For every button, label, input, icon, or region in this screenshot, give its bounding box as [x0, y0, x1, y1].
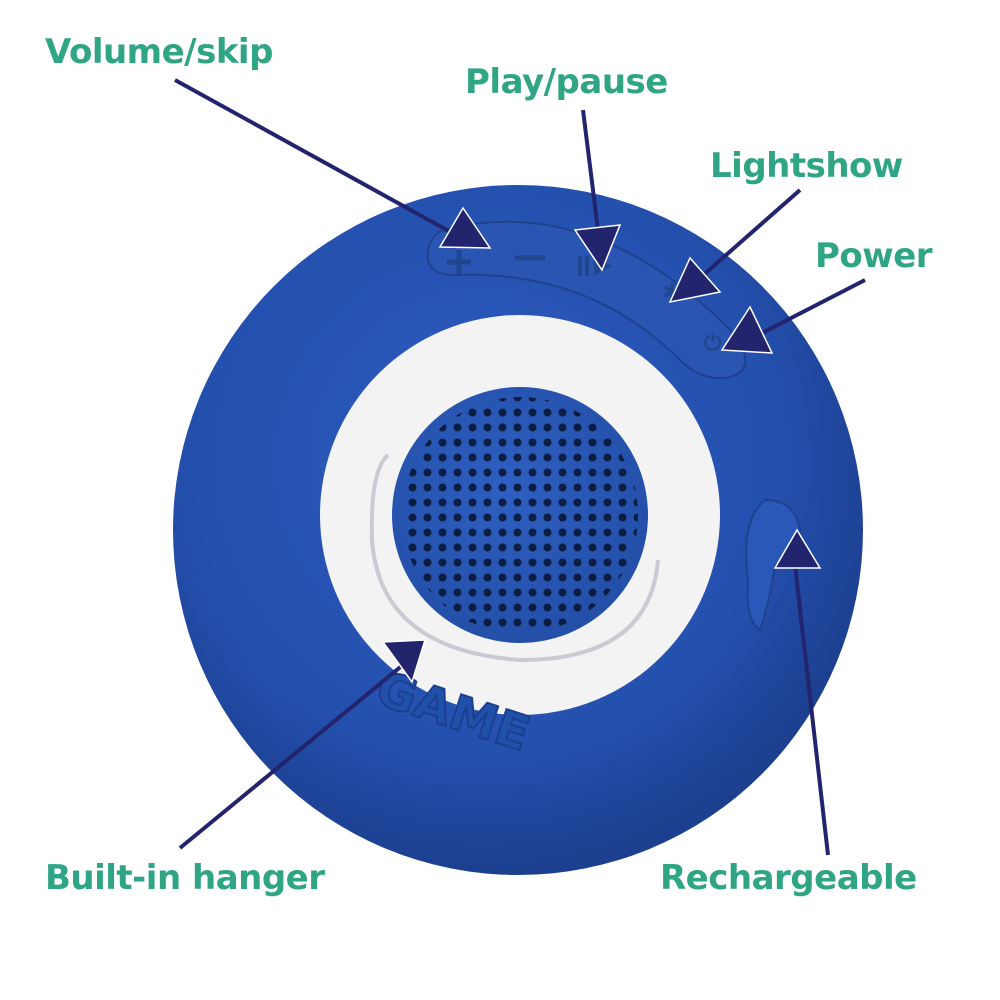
label-built-in-hanger: Built-in hanger [45, 858, 325, 898]
plus-icon[interactable] [447, 250, 471, 274]
charging-port-cover[interactable] [745, 498, 802, 632]
label-power: Power [815, 236, 933, 276]
button-panel [426, 220, 747, 380]
power-icon[interactable]: ⏻ [704, 331, 722, 356]
label-volume-skip: Volume/skip [45, 32, 273, 72]
built-in-hanger[interactable] [369, 453, 660, 663]
label-lightshow: Lightshow [710, 146, 903, 186]
annotation-arrows [174, 78, 866, 856]
grille-holes [402, 397, 638, 633]
label-play-pause: Play/pause [465, 62, 668, 102]
label-rechargeable: Rechargeable [660, 858, 917, 898]
